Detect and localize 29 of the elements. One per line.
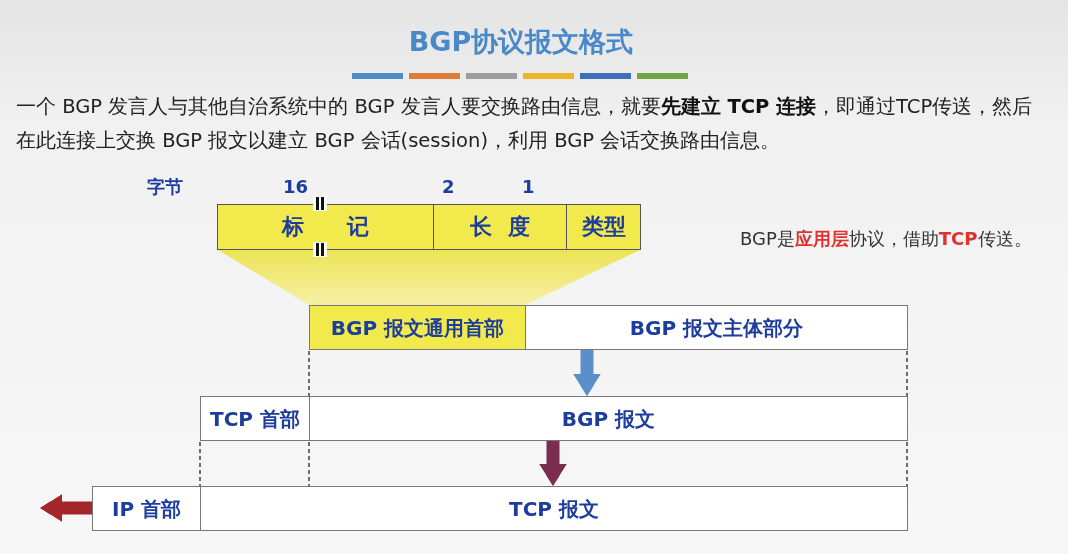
packet-field xyxy=(309,396,908,441)
packet-field xyxy=(200,396,310,441)
header-field xyxy=(217,204,434,250)
field-label: 长 度 xyxy=(469,213,531,241)
packet-field xyxy=(200,486,908,531)
header-field xyxy=(566,204,641,250)
byte-count-label: 16 xyxy=(283,175,309,199)
packet-field xyxy=(92,486,201,531)
field-label: BGP 报文通用首部 xyxy=(330,315,505,340)
field-label: TCP 首部 xyxy=(210,406,300,431)
projection-trapezoid xyxy=(218,250,640,305)
arrow xyxy=(539,441,567,486)
field-label: TCP 报文 xyxy=(509,496,599,521)
arrow xyxy=(40,494,92,522)
field-label: BGP 报文 xyxy=(561,406,656,431)
packet-field xyxy=(525,305,908,350)
intro-paragraph: 一个 BGP 发言人与其他自治系统中的 BGP 发言人要交换路由信息，就要先建立 TCP 连接，即通过TCP传送，然后在此连接上交换 BGP 报文以建立 BGP 会话(session)，利用 BGP 会话交换路由信息。 xyxy=(16,94,1034,154)
field-label: BGP 报文主体部分 xyxy=(629,315,804,340)
header-field xyxy=(433,204,567,250)
byte-unit-label: 字节 xyxy=(147,175,183,199)
field-label: 类型 xyxy=(581,213,626,241)
field-label: 标 记 xyxy=(282,213,369,241)
note-text: BGP是应用层协议，借助TCP传送。 xyxy=(740,227,1032,251)
slide-title: BGP协议报文格式 xyxy=(408,25,634,59)
byte-count-label: 2 xyxy=(442,175,455,199)
byte-count-label: 1 xyxy=(522,175,535,199)
field-label: IP 首部 xyxy=(111,496,182,521)
packet-field xyxy=(309,305,526,350)
arrow xyxy=(573,350,601,396)
